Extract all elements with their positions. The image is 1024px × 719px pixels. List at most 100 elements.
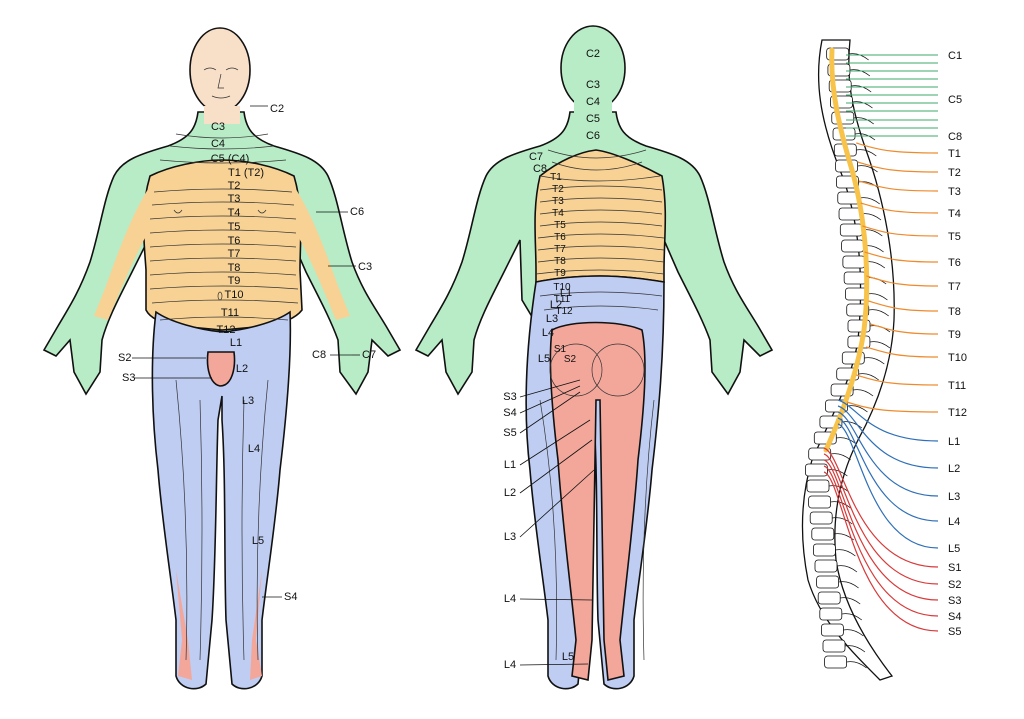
back-label-l4: L4	[504, 593, 516, 605]
vertebra	[819, 607, 843, 621]
front-label-t1-t2-: T1 (T2)	[228, 167, 264, 179]
vertebra	[843, 271, 867, 285]
vertebra-process	[856, 149, 877, 157]
back-label-t6: T6	[554, 232, 566, 243]
vertebra	[811, 527, 835, 541]
spine-label-t9: T9	[948, 329, 961, 341]
front-label-l3: L3	[242, 395, 254, 407]
vertebra	[839, 223, 863, 237]
vertebra-process	[854, 133, 876, 141]
back-label-c7: C7	[529, 151, 543, 163]
back-buttock-left	[549, 343, 603, 397]
back-label-l5: L5	[562, 651, 574, 663]
back-sacral-region	[549, 321, 646, 682]
front-label-s3: S3	[122, 372, 135, 384]
vertebra	[838, 207, 862, 221]
front-label-c3: C3	[211, 121, 225, 133]
spine-label-t6: T6	[948, 257, 961, 269]
back-label-t1: T1	[550, 172, 562, 183]
vertebra-process	[836, 565, 858, 573]
front-label-t11: T11	[221, 307, 239, 319]
spine-nerve-t7	[866, 275, 939, 287]
vertebra	[814, 559, 838, 573]
back-label-s1: S1	[554, 344, 567, 355]
back-label-s4: S4	[503, 407, 516, 419]
back-view-figure	[414, 25, 774, 690]
spine-nerve-t8	[868, 300, 939, 312]
vertebra-process	[844, 645, 866, 653]
back-label-l5: L5	[538, 353, 550, 365]
vertebra-process	[869, 341, 891, 349]
vertebra	[806, 479, 830, 493]
front-label-s4: S4	[284, 591, 297, 603]
spine-label-l5: L5	[948, 543, 960, 555]
back-label-c4: C4	[586, 96, 600, 108]
spine-nerve-t1	[856, 142, 939, 154]
spine-nerve-t11	[856, 374, 939, 386]
spine-labels: C1C5C8T1T2T3T4T5T6T7T8T9T10T11T12L1L2L3L…	[948, 50, 967, 638]
spine-nerve-s1	[823, 447, 939, 568]
spine-nerve-l5	[837, 423, 939, 549]
spine-nerve-t2	[857, 161, 939, 173]
front-thoracic-right-arm	[294, 186, 350, 320]
back-leader-line	[519, 391, 581, 434]
back-label-t10: T10	[553, 282, 571, 293]
spine-label-s1: S1	[948, 562, 961, 574]
front-left-nipple	[173, 209, 183, 214]
vertebra	[822, 639, 846, 653]
back-label-c5: C5	[586, 113, 600, 125]
back-label-t5: T5	[554, 220, 566, 231]
back-leader-line	[519, 663, 589, 666]
vertebra	[813, 543, 836, 557]
front-label-c4: C4	[211, 138, 225, 150]
front-label-t4: T4	[228, 207, 241, 219]
spine-label-l2: L2	[948, 463, 960, 475]
front-nose	[217, 73, 224, 89]
front-navel	[217, 291, 223, 301]
front-label-t2: T2	[228, 180, 241, 192]
back-label-l3: L3	[546, 313, 558, 325]
vertebra-process	[864, 357, 885, 365]
vertebra-process	[858, 373, 879, 381]
vertebra-process	[867, 293, 888, 301]
front-label-t12: T12	[217, 324, 236, 336]
vertebra-process	[833, 533, 855, 541]
front-label-t9: T9	[228, 275, 241, 287]
back-label-t4: T4	[552, 208, 564, 219]
front-label-l1: L1	[230, 337, 242, 349]
front-label-c7: C7	[362, 349, 376, 361]
back-label-t11: T11	[554, 294, 571, 305]
vertebra-process	[847, 405, 868, 413]
spine-label-t2: T2	[948, 167, 961, 179]
back-label-c2: C2	[586, 48, 600, 60]
vertebra	[809, 511, 833, 525]
front-label-t5: T5	[228, 221, 241, 233]
spine-label-t3: T3	[948, 186, 961, 198]
back-label-l4: L4	[542, 327, 554, 339]
front-label-c2: C2	[270, 103, 284, 115]
front-label-t10: T10	[225, 289, 244, 301]
vertebra-process	[835, 549, 856, 557]
spine-nerve-t6	[864, 251, 939, 263]
front-left-eye	[203, 67, 217, 71]
spine-nerve-l4	[837, 417, 939, 522]
spine-nerve-l3	[837, 411, 939, 497]
front-label-s2: S2	[118, 352, 131, 364]
back-label-t12: T12	[555, 306, 573, 317]
vertebra-process	[840, 597, 861, 605]
back-label-l4: L4	[504, 659, 516, 671]
vertebra	[842, 255, 866, 269]
front-label-t8: T8	[228, 262, 241, 274]
back-leader-line	[519, 439, 593, 494]
front-label-c3: C3	[358, 261, 372, 273]
back-label-t3: T3	[552, 196, 564, 207]
spine-label-l1: L1	[948, 436, 960, 448]
back-leader-line	[519, 419, 591, 466]
front-neck	[204, 106, 240, 124]
back-dermatome-bands	[535, 149, 665, 661]
spine-label-t5: T5	[948, 231, 961, 243]
vertebra-process	[832, 517, 853, 525]
front-thoracic-left-arm	[94, 186, 150, 320]
vertebra-process	[830, 501, 851, 509]
